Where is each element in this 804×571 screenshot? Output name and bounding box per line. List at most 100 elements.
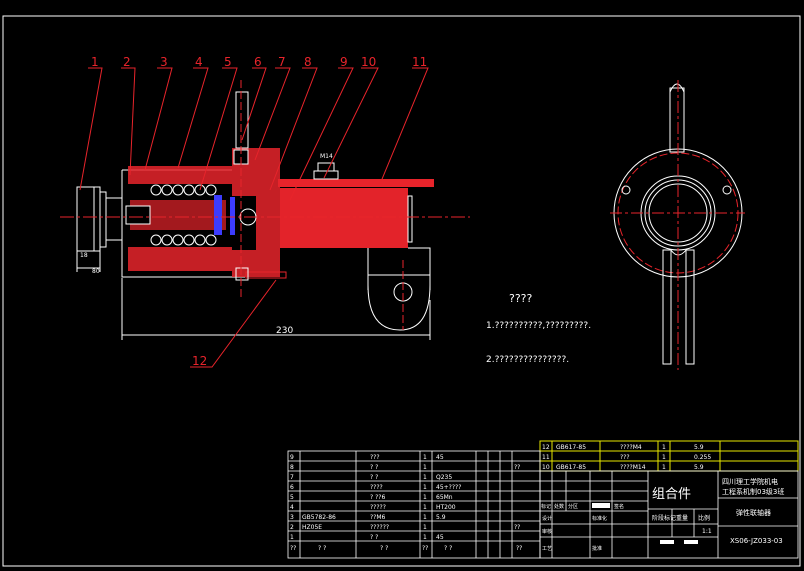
standard-label: 标准化: [592, 515, 607, 522]
parts-row-7-name: ? ?: [370, 474, 378, 481]
parts-row-8-qty: 1: [423, 464, 427, 471]
parts-header-extra: ??: [516, 545, 522, 552]
parts-row-9-name: ???: [370, 454, 380, 461]
parts-row-3-mat: 5.9: [436, 514, 446, 521]
parts-row-8-extra: ??: [514, 464, 520, 471]
dimensions: [76, 251, 431, 340]
drawing-number: XS06-JZ033-03: [730, 537, 783, 545]
approve-label: 批准: [592, 545, 602, 552]
parts-row-7-qty: 1: [423, 474, 427, 481]
title-block-fill-3: [684, 540, 698, 544]
leader-lines: [79, 67, 429, 368]
upper-row-10-mass: 5.9: [694, 464, 704, 471]
balloon-4: 4: [195, 55, 203, 69]
parts-row-2-extra: ??: [514, 524, 520, 531]
parts-row-5-name: ? ??6: [370, 494, 385, 501]
count-label: 处数: [554, 503, 564, 510]
parts-row-4-mat: HT200: [436, 504, 456, 511]
parts-row-6-qty: 1: [423, 484, 427, 491]
title-block-grid: [539, 470, 799, 559]
parts-row-4-name: ?????: [370, 504, 386, 511]
parts-row-1-qty: 1: [423, 534, 427, 541]
balloon-1: 1: [91, 55, 99, 69]
parts-row-9-qty: 1: [423, 454, 427, 461]
parts-row-9-mat: 45: [436, 454, 444, 461]
parts-header-no: ??: [290, 545, 296, 552]
parts-header-code: ? ?: [318, 545, 326, 552]
drawing-title: 弹性联轴器: [736, 508, 771, 517]
outer-frame: [2, 15, 801, 567]
ratio-label: 比例: [698, 514, 710, 522]
stage-label: 阶段标记: [652, 514, 676, 522]
parts-row-4-qty: 1: [423, 504, 427, 511]
parts-row-7-mat: Q235: [436, 474, 452, 481]
parts-row-8-name: ? ?: [370, 464, 378, 471]
upper-row-10-name: ????M14: [620, 464, 646, 471]
balloon-10: 10: [361, 55, 376, 69]
notes-line-1: 1.??????????,?????????.: [486, 321, 591, 331]
school-name: 四川理工学院机电: [722, 477, 778, 486]
balloon-5: 5: [224, 55, 232, 69]
upper-row-11-mass: 0.255: [694, 454, 711, 461]
review-label: 审核: [542, 528, 552, 535]
parts-row-1-name: ? ?: [370, 534, 378, 541]
parts-row-5-mat: 65Mn: [436, 494, 453, 501]
dim-total-length: 230: [276, 326, 293, 336]
mark-label: 标记: [541, 503, 551, 510]
dim-left-len: 80: [92, 268, 100, 275]
main-section-view: [60, 80, 470, 331]
sign-label: 签名: [614, 503, 624, 510]
parts-row-5-qty: 1: [423, 494, 427, 501]
balloon-6: 6: [254, 55, 262, 69]
balloon-3: 3: [160, 55, 168, 69]
parts-header-qty: ??: [422, 545, 428, 552]
parts-row-2-qty: 1: [423, 524, 427, 531]
dept-name: 工程系机制03级3班: [722, 487, 784, 496]
parts-row-9-no: 9: [290, 454, 294, 461]
parts-row-2-code: HZ05E: [302, 524, 322, 531]
upper-row-10-no: 10: [542, 464, 550, 471]
balloon-2: 2: [123, 55, 131, 69]
upper-row-12-mass: 5.9: [694, 444, 704, 451]
title-block-fill-2: [660, 540, 674, 544]
upper-row-12-code: GB617-85: [556, 444, 586, 451]
side-view: [610, 80, 745, 370]
parts-row-3-name: ??M6: [370, 514, 386, 521]
balloon-8: 8: [304, 55, 312, 69]
upper-row-10-qty: 1: [662, 464, 666, 471]
balloon-11: 11: [412, 55, 427, 69]
parts-row-3-qty: 1: [423, 514, 427, 521]
parts-row-6-no: 6: [290, 484, 294, 491]
parts-row-3-no: 3: [290, 514, 294, 521]
zone-label: 分区: [568, 503, 578, 510]
upper-row-10-code: GB617-85: [556, 464, 586, 471]
parts-row-1-no: 1: [290, 534, 294, 541]
notes-heading: ????: [509, 292, 533, 305]
spring-coils: [150, 184, 217, 246]
parts-row-2-name: ??????: [370, 524, 389, 531]
parts-table-grid: [287, 450, 541, 559]
upper-row-12-no: 12: [542, 444, 550, 451]
parts-row-8-no: 8: [290, 464, 294, 471]
scale-value: 1:1: [702, 528, 712, 535]
balloon-9: 9: [340, 55, 348, 69]
upper-row-11-name: ???: [620, 454, 630, 461]
parts-row-6-mat: 45+????: [436, 484, 461, 491]
parts-header-name: ? ?: [380, 545, 388, 552]
parts-row-6-name: ????: [370, 484, 383, 491]
dim-thread: M14: [320, 153, 333, 160]
notes-line-2: 2.???????????????.: [486, 355, 569, 365]
parts-row-1-mat: 45: [436, 534, 444, 541]
upper-row-11-no: 11: [542, 454, 550, 461]
title-block-fill: [592, 503, 610, 508]
weight-label: 重量: [676, 514, 688, 522]
assembly-label: 组合件: [652, 487, 691, 502]
upper-row-12-qty: 1: [662, 444, 666, 451]
dim-left-dia: 18: [80, 252, 88, 259]
parts-header-mat: ? ?: [444, 545, 452, 552]
parts-row-5-no: 5: [290, 494, 294, 501]
process-label: 工艺: [542, 546, 552, 552]
balloon-7: 7: [278, 55, 286, 69]
parts-row-3-code: GB5782-86: [302, 514, 336, 521]
